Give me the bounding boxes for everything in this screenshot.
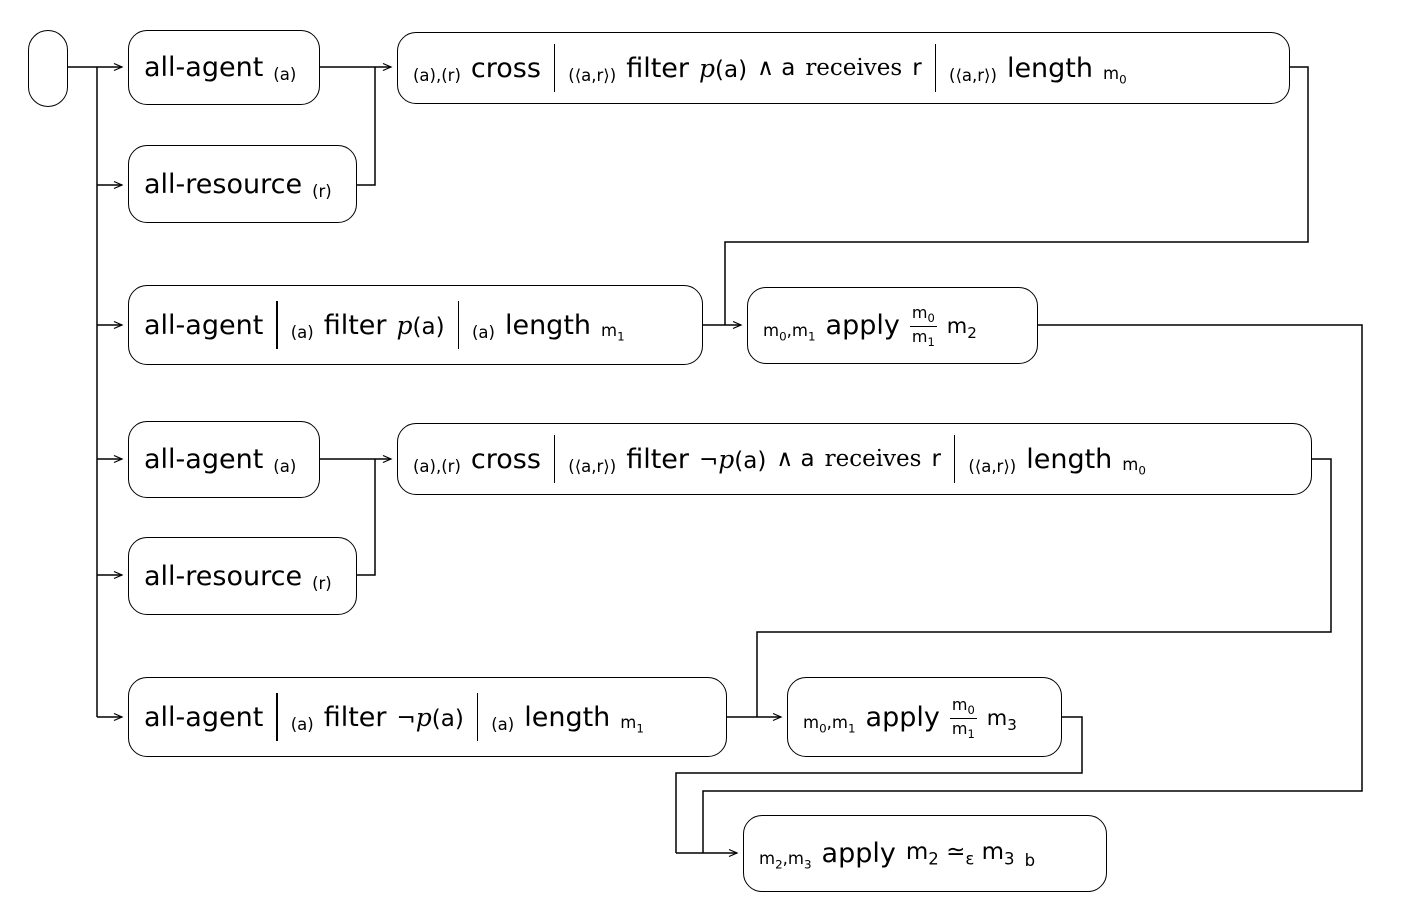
start-node: [28, 30, 68, 107]
node-all-resource-1: all-resource(r): [128, 145, 357, 223]
node-all-agent-1: all-agent(a): [128, 30, 320, 105]
node-all-agent-2: all-agent(a): [128, 421, 320, 498]
node-all-resource-2: all-resource(r): [128, 537, 357, 615]
